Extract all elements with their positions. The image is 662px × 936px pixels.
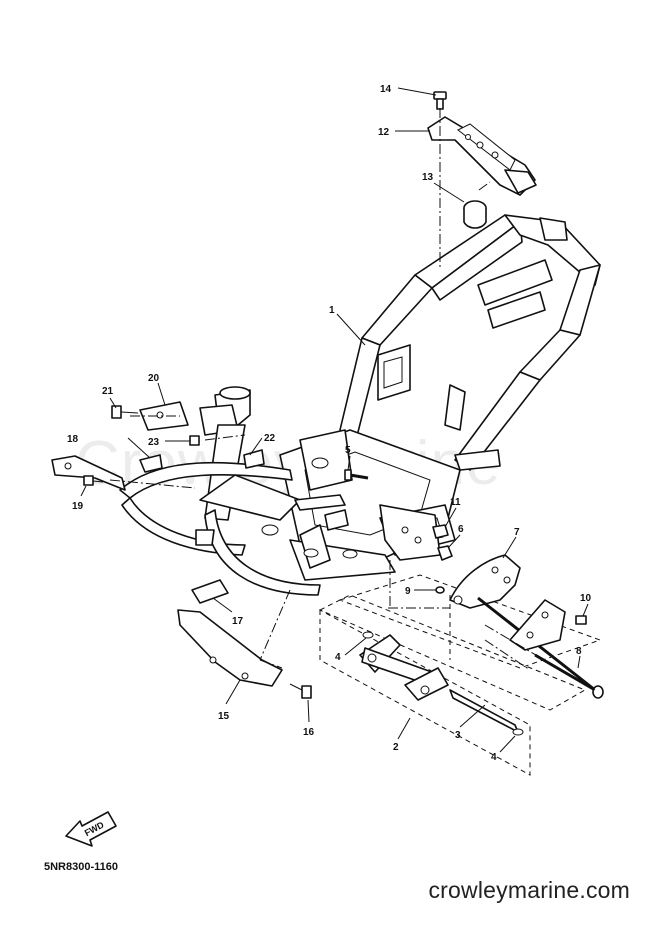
- callout-8: 8: [576, 646, 582, 657]
- callout-3: 3: [455, 730, 461, 741]
- clip-22: [243, 449, 265, 469]
- bolt-21: [111, 405, 139, 419]
- callout-9: 9: [405, 586, 411, 597]
- callout-15: 15: [218, 711, 230, 722]
- guard-15: [177, 609, 283, 687]
- pad-17: [191, 579, 229, 604]
- callout-labels: 1 2 3 4 4 5 6 7 8 9 10 11 12 13 14 15 16…: [67, 84, 592, 763]
- callout-11: 11: [450, 497, 461, 508]
- callout-23: 23: [148, 437, 160, 448]
- callout-22: 22: [264, 433, 276, 444]
- bolt-19: [83, 475, 104, 486]
- callout-20: 20: [148, 373, 160, 384]
- callout-17: 17: [232, 616, 244, 627]
- bracket-10: [509, 599, 587, 651]
- callout-2: 2: [393, 742, 399, 753]
- damper-13: [463, 200, 487, 229]
- callout-6: 6: [458, 524, 464, 535]
- bracket-18: [51, 455, 126, 491]
- callout-10: 10: [580, 593, 592, 604]
- callout-5: 5: [345, 445, 351, 456]
- callout-21: 21: [102, 386, 114, 397]
- callout-16: 16: [303, 727, 315, 738]
- callout-1: 1: [329, 305, 335, 316]
- bracket-7: [449, 554, 521, 609]
- callout-14: 14: [380, 84, 392, 95]
- callout-18: 18: [67, 434, 79, 445]
- callout-19: 19: [72, 501, 84, 512]
- fwd-arrow-icon: FWD: [65, 811, 117, 847]
- callout-4-upper: 4: [335, 652, 341, 663]
- main-frame: [119, 214, 601, 596]
- engine-bracket-assembly: [359, 631, 524, 736]
- site-name: crowleymarine.com: [428, 877, 630, 903]
- callout-7: 7: [514, 527, 520, 538]
- nut-6: [437, 545, 453, 561]
- callout-12: 12: [378, 127, 390, 138]
- reference-code: 5NR8300-1160: [44, 861, 119, 873]
- bolt-16: [289, 683, 312, 699]
- top-bracket: [427, 116, 537, 196]
- bolt-23: [189, 435, 200, 446]
- washer-9: [435, 586, 445, 594]
- callout-13: 13: [422, 172, 434, 183]
- leader-lines: [80, 87, 589, 753]
- callout-4-lower: 4: [491, 752, 497, 763]
- nut-11: [432, 524, 449, 539]
- bracket-20: [139, 401, 189, 431]
